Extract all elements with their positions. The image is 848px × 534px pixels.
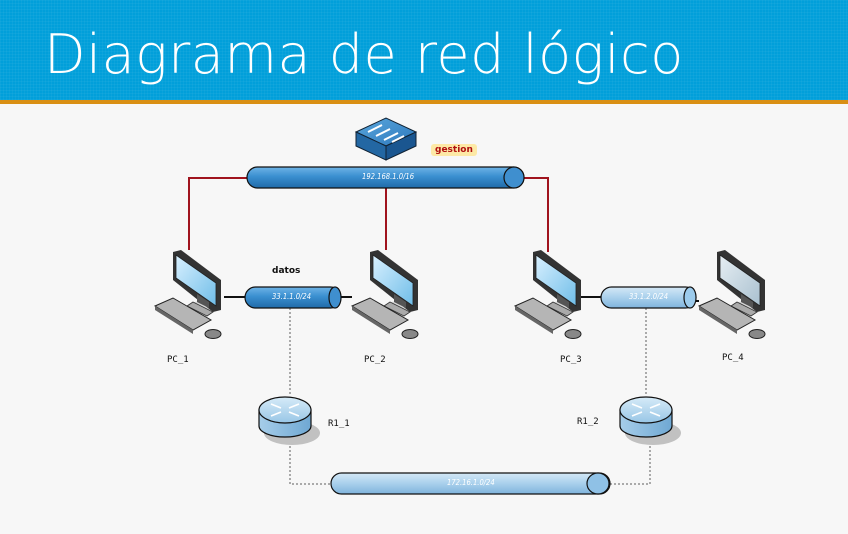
header-stripe	[0, 100, 848, 104]
network-label-datos-2: 33.1.2.0/24	[629, 292, 669, 301]
pc-label: PC_3	[560, 355, 582, 365]
network-label-backbone: 172.16.1.0/24	[447, 478, 495, 487]
link-r1-1-backbone	[289, 446, 332, 485]
router-r1-1-icon[interactable]	[258, 396, 320, 445]
router-label: R1_2	[577, 417, 599, 427]
link-r1-2-backbone	[608, 446, 651, 485]
pc-label: PC_4	[722, 353, 744, 363]
link-pc1-management	[188, 177, 247, 250]
ethernet-links	[224, 296, 699, 302]
router-r1-2-icon[interactable]	[619, 396, 681, 445]
pc-icon-2[interactable]	[350, 250, 419, 339]
serial-links	[289, 308, 651, 485]
network-tube-backbone[interactable]	[330, 472, 611, 495]
switch-icon[interactable]	[354, 117, 418, 161]
network-tube-datos[interactable]	[244, 286, 342, 309]
pcs-layer	[153, 250, 766, 339]
link-pc3-management	[524, 177, 549, 252]
header-banner	[0, 0, 848, 100]
network-tube-datos-2[interactable]	[600, 286, 697, 309]
pc-icon-4[interactable]	[697, 250, 766, 339]
pc-icon-1[interactable]	[153, 250, 222, 339]
pc-label: PC_2	[364, 355, 386, 365]
pc-icon-3[interactable]	[513, 250, 582, 339]
management-links	[188, 177, 549, 252]
network-tube-management[interactable]	[246, 166, 525, 189]
switch-tag-gestion: gestion	[431, 144, 477, 156]
network-label-datos: 33.1.1.0/24	[272, 292, 312, 301]
pc-label: PC_1	[167, 355, 189, 365]
router-label: R1_1	[328, 419, 350, 429]
network-label-management: 192.168.1.0/16	[362, 172, 415, 181]
page-title: Diagrama de red lógico	[44, 23, 684, 86]
network-caption-datos: datos	[272, 266, 301, 276]
